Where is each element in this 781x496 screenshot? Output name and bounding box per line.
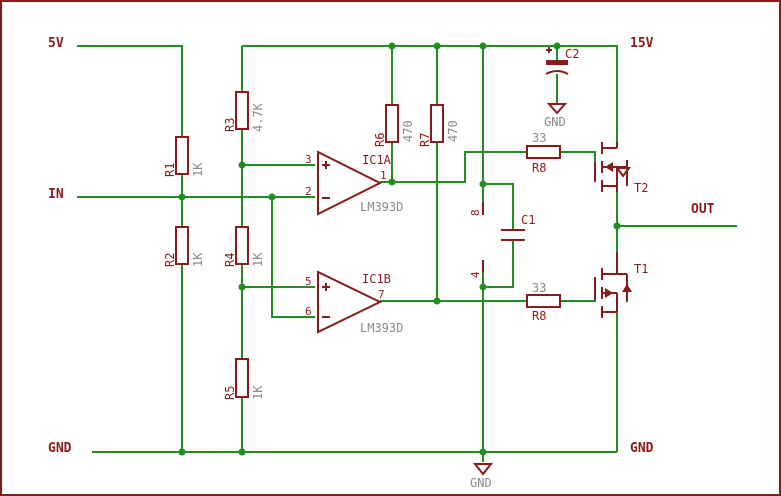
junction-dot <box>388 42 396 50</box>
junction-dot <box>479 42 487 50</box>
ic1b-part: LM393D <box>360 321 403 335</box>
junction-dot <box>479 180 487 188</box>
resistor-r5: R5 1K <box>223 358 265 400</box>
r8-bottom-value: 33 <box>532 281 546 295</box>
net-label-in: IN <box>48 187 64 202</box>
transistor-t2: T2 <box>594 142 648 195</box>
junction-dot <box>613 222 621 230</box>
junction-dot <box>238 161 246 169</box>
r3-value: 4.7K <box>251 102 265 132</box>
transistor-t1: T1 <box>594 252 648 318</box>
wire-15v-rail <box>242 45 618 142</box>
resistor-r4: R4 1K <box>223 226 265 267</box>
r8-top-name: R8 <box>532 161 546 175</box>
opamp-ic1a: 3 2 1 IC1A LM393D <box>305 150 403 216</box>
resistor-r6: R6 470 <box>373 104 415 147</box>
r5-value: 1K <box>251 385 265 400</box>
ic1b-pin-plus: 5 <box>305 275 312 288</box>
r2-value: 1K <box>191 252 205 267</box>
r7-name: R7 <box>418 133 432 147</box>
wire-in-ic1b-minus <box>271 197 315 318</box>
ic-pin-8: 8 <box>469 209 482 216</box>
junction-dot <box>268 193 276 201</box>
junctions <box>178 42 621 456</box>
ic-pin-4: 4 <box>469 271 482 278</box>
opamp-ic1b: 5 6 7 IC1B LM393D <box>305 270 403 335</box>
resistor-r1: R1 1K <box>163 136 205 177</box>
c1-name: C1 <box>521 213 535 227</box>
r4-name: R4 <box>223 253 237 267</box>
junction-dot <box>433 42 441 50</box>
ic-power-pins: 8 4 <box>469 202 484 278</box>
junction-dot <box>238 448 246 456</box>
wire-5v-rail <box>77 45 183 137</box>
gnd-bottom-icon <box>472 463 494 476</box>
junction-dot <box>178 448 186 456</box>
r4-value: 1K <box>251 252 265 267</box>
resistor-r3: R3 4.7K <box>223 91 265 132</box>
gnd-c2-label: GND <box>544 115 566 129</box>
r7-value: 470 <box>446 120 460 142</box>
net-label-out: OUT <box>691 202 715 217</box>
ic1b-pin-minus: 6 <box>305 305 312 318</box>
wire-r8-t1 <box>560 277 596 302</box>
resistor-r8-top: 33 R8 <box>526 131 561 175</box>
junction-dot <box>388 178 396 186</box>
junction-dot <box>479 283 487 291</box>
capacitor-c2: C2 GND <box>544 47 579 129</box>
t1-name: T1 <box>634 262 648 276</box>
ic1a-pin-minus: 2 <box>305 185 312 198</box>
gnd-c2-icon <box>546 103 568 115</box>
net-label-gnd-bottom: GND <box>470 476 492 490</box>
capacitor-c1: C1 <box>501 213 535 241</box>
junction-dot <box>238 283 246 291</box>
ic1a-pin-out: 1 <box>380 169 387 182</box>
r5-name: R5 <box>223 386 237 400</box>
r8-top-value: 33 <box>532 131 546 145</box>
r3-name: R3 <box>223 118 237 132</box>
wire-r8-t2 <box>560 151 596 182</box>
junction-dot <box>178 193 186 201</box>
r1-name: R1 <box>163 163 177 177</box>
ic1a-pin-plus: 3 <box>305 153 312 166</box>
junction-dot <box>553 42 561 50</box>
wire-c1-top <box>483 183 514 230</box>
wire-c1-bottom <box>483 240 514 288</box>
t2-name: T2 <box>634 181 648 195</box>
r8-bottom-name: R8 <box>532 309 546 323</box>
ic1a-name: IC1A <box>362 153 392 167</box>
net-label-15v: 15V <box>630 36 654 51</box>
net-label-gnd-right: GND <box>630 441 654 456</box>
ic1a-part: LM393D <box>360 200 403 214</box>
ic1b-name: IC1B <box>362 272 391 286</box>
resistor-r7: R7 470 <box>418 104 460 147</box>
resistor-r2: R2 1K <box>163 226 205 267</box>
resistor-r8-bottom: 33 R8 <box>526 281 561 323</box>
r2-name: R2 <box>163 253 177 267</box>
net-label-gnd-left: GND <box>48 441 72 456</box>
wires <box>77 45 737 462</box>
r1-value: 1K <box>191 162 205 177</box>
junction-dot <box>433 297 441 305</box>
r6-value: 470 <box>401 120 415 142</box>
junction-dot <box>479 448 487 456</box>
r6-name: R6 <box>373 133 387 147</box>
wire-ic1a-out <box>380 151 527 183</box>
net-label-5v: 5V <box>48 36 64 51</box>
c2-name: C2 <box>565 47 579 61</box>
ic1b-pin-out: 7 <box>378 288 385 301</box>
